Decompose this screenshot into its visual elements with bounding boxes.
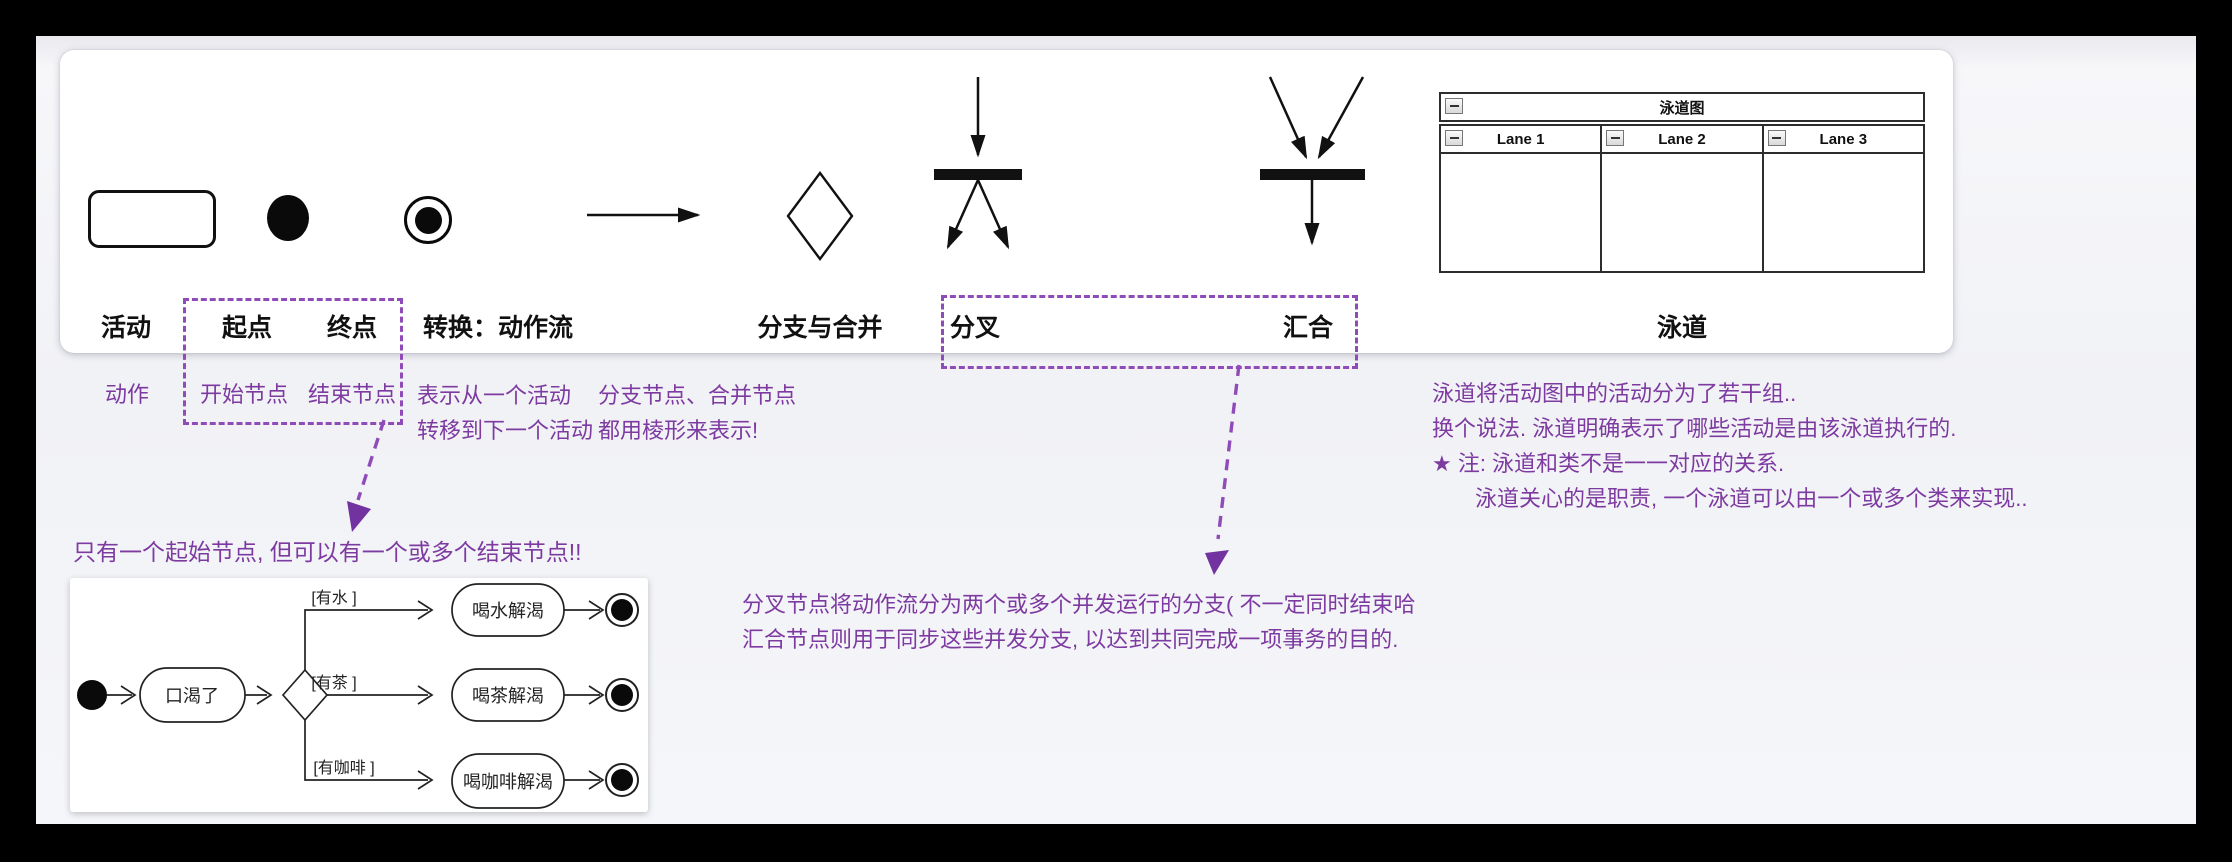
swimlane-title: 泳道图 — [1659, 99, 1705, 117]
example-activity-label: 喝咖啡解渴 — [463, 772, 553, 792]
example-activity-diagram: 口渴了 喝水解渴 喝茶解渴 喝咖啡解渴 [有水 ] [有茶 ] [有咖啡 ] — [77, 583, 639, 809]
swimlane-table: 泳道图 Lane 1 Lane 2 — [1439, 92, 1925, 273]
swimlane-lane-3: Lane 3 — [1761, 124, 1925, 273]
lane-body — [1441, 154, 1601, 271]
note-transition: 表示从一个活动 转移到下一个活动 — [417, 378, 593, 448]
example-activity-diagram-card: 口渴了 喝水解渴 喝茶解渴 喝咖啡解渴 [有水 ] [有茶 ] [有咖啡 ] — [70, 578, 648, 812]
lane-header: Lane 2 — [1602, 126, 1762, 154]
swimlane-lanes-row: Lane 1 Lane 2 Lane 3 — [1439, 124, 1925, 273]
note-swimlane-line4: 泳道关心的是职责, 一个泳道可以由一个或多个类来实现.. — [1475, 486, 2028, 511]
end-node-inner-dot — [414, 206, 442, 234]
lane-label: Lane 3 — [1819, 130, 1868, 148]
lane-header: Lane 3 — [1763, 126, 1923, 154]
start-end-highlight-box — [183, 298, 403, 425]
note-transition-line2: 转移到下一个活动 — [417, 418, 594, 443]
lane-label: Lane 1 — [1496, 130, 1545, 148]
legend-label-activity: 活动 — [100, 314, 152, 342]
note-fork-line2: 汇合节点则用于同步这些并发分支, 以达到共同完成一项事务的目的. — [742, 627, 1399, 652]
note-end-node: 结束节点 — [307, 382, 397, 407]
collapse-icon — [1445, 130, 1463, 146]
legend-label-swimlane: 泳道 — [1656, 314, 1708, 342]
collapse-icon — [1767, 130, 1786, 146]
notation-legend-card: 泳道图 Lane 1 Lane 2 — [60, 50, 1953, 353]
join-bar — [1260, 169, 1365, 180]
guard-label: [有茶 ] — [311, 674, 356, 692]
dashed-callout-arrow-fork-join — [1205, 364, 1241, 575]
note-branch-line1: 分支节点、合并节点 — [598, 383, 797, 408]
note-swimlane-line2: 换个说法. 泳道明确表示了哪些活动是由该泳道执行的. — [1432, 416, 1957, 441]
fork-symbol — [934, 77, 1022, 250]
legend-label-transition: 转换：动作流 — [422, 314, 574, 342]
collapse-icon — [1445, 98, 1463, 114]
note-start-node: 开始节点 — [199, 382, 289, 407]
branch-merge-diamond-symbol — [786, 170, 854, 262]
note-activity: 动作 — [104, 382, 150, 407]
end-node-symbol — [404, 196, 452, 244]
fork-bar — [934, 169, 1022, 180]
legend-label-end: 终点 — [326, 314, 378, 342]
lane-body — [1602, 154, 1762, 271]
collapse-icon — [1606, 130, 1625, 146]
canvas-background: 泳道图 Lane 1 Lane 2 — [36, 36, 2196, 824]
lane-header: Lane 1 — [1441, 126, 1601, 154]
note-transition-line1: 表示从一个活动 — [417, 383, 572, 408]
activity-symbol — [88, 190, 216, 248]
legend-label-join: 汇合 — [1282, 314, 1334, 342]
note-swimlane-line1: 泳道将活动图中的活动分为了若干组.. — [1432, 381, 1797, 406]
swimlane-lane-1: Lane 1 — [1439, 124, 1603, 273]
note-swimlane-line3: ★ 注: 泳道和类不是一一对应的关系. — [1432, 451, 1785, 476]
dashed-callout-arrow-start-end — [347, 419, 386, 532]
note-branch-line2: 都用棱形来表示! — [598, 418, 759, 443]
guard-label: [有水 ] — [311, 589, 356, 607]
example-activity-pill — [451, 753, 565, 809]
legend-label-fork: 分叉 — [949, 314, 1001, 342]
note-fork-line1: 分叉节点将动作流分为两个或多个并发运行的分支( 不一定同时结束哈 — [742, 592, 1416, 617]
transition-arrow-symbol — [587, 207, 701, 223]
fork-join-highlight-box — [941, 295, 1358, 369]
note-branch-merge: 分支节点、合并节点 都用棱形来表示! — [598, 378, 796, 448]
note-start-end-count: 只有一个起始节点, 但可以有一个或多个结束节点!! — [73, 539, 582, 565]
guard-label: [有咖啡 ] — [313, 759, 374, 777]
legend-label-branch-merge: 分支与合并 — [757, 314, 883, 342]
example-activity-label: 喝茶解渴 — [472, 686, 544, 706]
lane-body — [1763, 154, 1923, 271]
example-activity-label: 口渴了 — [165, 686, 219, 706]
swimlane-title-row: 泳道图 — [1439, 92, 1925, 122]
swimlane-lane-2: Lane 2 — [1600, 124, 1764, 273]
join-symbol — [1260, 76, 1365, 246]
start-node-symbol — [267, 195, 309, 241]
note-swimlane: 泳道将活动图中的活动分为了若干组.. 换个说法. 泳道明确表示了哪些活动是由该泳… — [1432, 376, 2027, 516]
example-start-node — [77, 680, 107, 710]
lane-label: Lane 2 — [1658, 130, 1706, 148]
example-activity-label: 喝水解渴 — [472, 601, 544, 621]
note-fork-join: 分叉节点将动作流分为两个或多个并发运行的分支( 不一定同时结束哈 汇合节点则用于… — [742, 587, 1415, 657]
legend-label-start: 起点 — [221, 314, 273, 342]
